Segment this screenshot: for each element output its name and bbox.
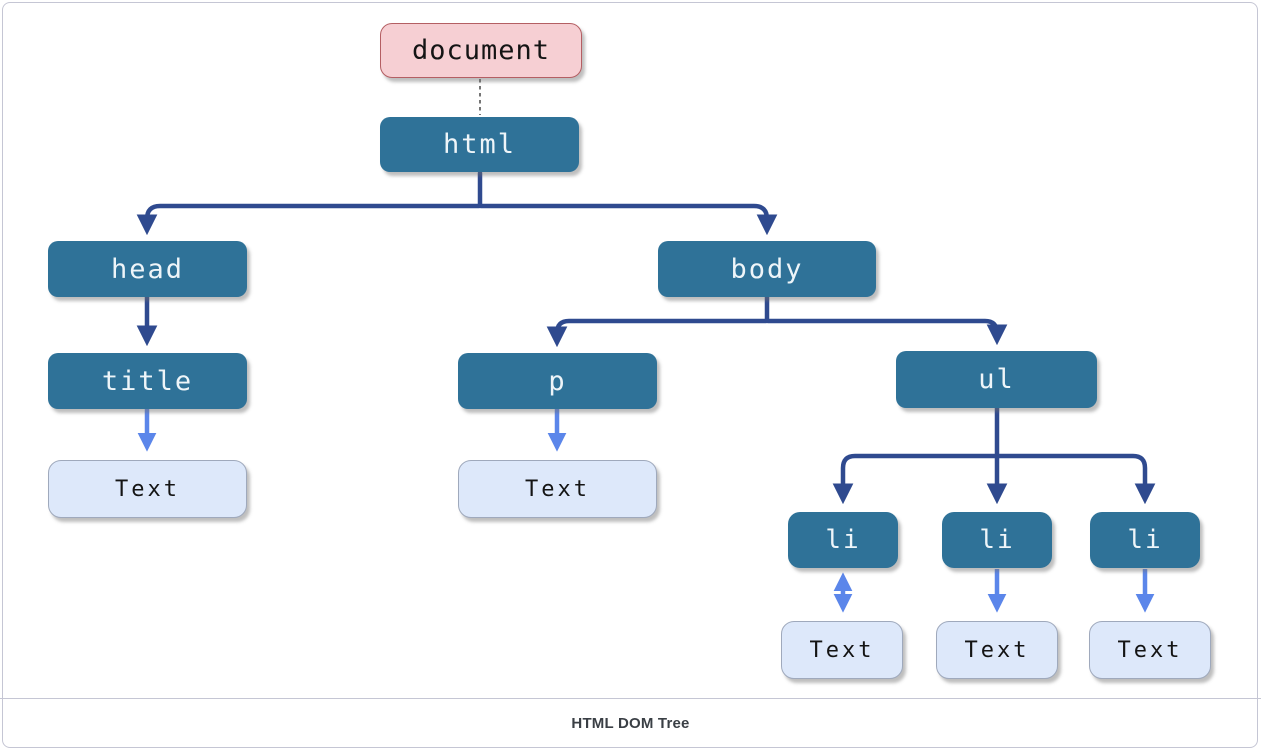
node-text-li-3: Text — [1089, 621, 1211, 679]
node-body: body — [658, 241, 876, 297]
node-title-label: title — [101, 365, 194, 397]
node-document: document — [380, 23, 582, 78]
node-ul: ul — [896, 351, 1097, 408]
node-head: head — [48, 241, 247, 297]
edge-body-ul — [768, 318, 1008, 346]
node-title: title — [48, 353, 247, 409]
node-body-label: body — [730, 253, 804, 285]
node-text-li-3-label: Text — [1117, 637, 1183, 663]
diagram-caption: HTML DOM Tree — [571, 714, 690, 732]
node-p-label: p — [548, 365, 567, 397]
node-text-title-label: Text — [115, 476, 180, 502]
edge-ul-li1 — [832, 453, 996, 505]
node-html: html — [380, 117, 579, 172]
node-text-li-1: Text — [781, 621, 903, 679]
edge-html-head — [136, 203, 479, 236]
node-li-2-label: li — [979, 525, 1015, 555]
node-text-title: Text — [48, 460, 247, 518]
node-p: p — [458, 353, 657, 409]
node-text-li-1-label: Text — [809, 637, 875, 663]
node-li-3-label: li — [1127, 525, 1163, 555]
node-document-label: document — [411, 35, 551, 66]
node-li-3: li — [1090, 512, 1200, 568]
node-ul-label: ul — [978, 364, 1015, 395]
node-li-1-label: li — [825, 525, 861, 555]
edge-ul-li3 — [998, 453, 1156, 505]
edge-body-p — [546, 318, 766, 348]
caption-bar: HTML DOM Tree — [0, 698, 1261, 747]
node-li-2: li — [942, 512, 1052, 568]
edge-html-body — [481, 203, 778, 236]
node-head-label: head — [110, 253, 185, 285]
node-text-p: Text — [458, 460, 657, 518]
node-text-li-2: Text — [936, 621, 1058, 679]
node-text-p-label: Text — [525, 476, 590, 502]
node-text-li-2-label: Text — [964, 637, 1030, 663]
node-li-1: li — [788, 512, 898, 568]
node-html-label: html — [442, 129, 517, 160]
